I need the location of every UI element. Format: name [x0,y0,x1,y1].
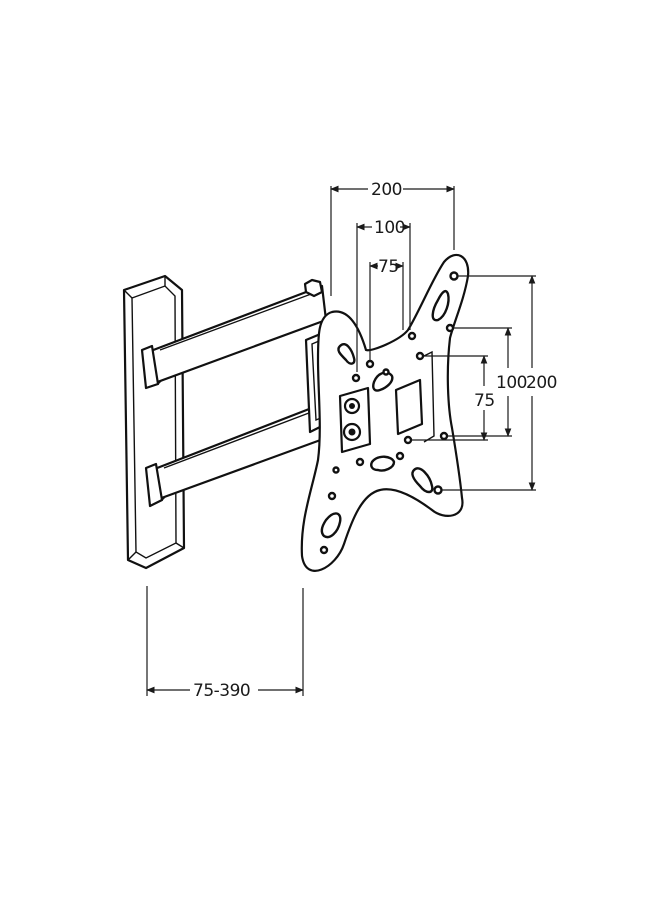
lower-arm [144,402,328,508]
top-dimensions: 200 100 75 [330,180,455,372]
bolt-block [338,386,372,454]
dim-right-middle: 100 [496,373,527,393]
vesa-hole [365,359,375,369]
slot-top-right [431,289,450,322]
vesa-hole [355,457,365,467]
vesa-hole [439,431,449,441]
vesa-hole [319,545,329,555]
upper-arm [140,278,328,390]
vesa-hole [327,491,337,501]
vesa-hole [433,485,443,495]
vesa-hole [382,368,390,376]
dim-right-inner: 75 [474,391,495,411]
slot-bottom-right [411,467,434,494]
dim-top-middle: 100 [374,218,405,238]
dim-top-outer: 200 [371,180,402,200]
slot-bottom-left [320,512,342,539]
dim-extension: 75-390 [193,681,250,701]
vesa-hole [445,323,455,333]
vesa-hole [407,331,417,341]
vesa-hole [415,351,425,361]
dim-top-inner: 75 [378,257,399,277]
wall-plate [122,274,186,570]
slot-top-left [337,343,356,365]
vesa-hole [332,466,340,474]
center-window [394,378,424,436]
vesa-hole [449,271,459,281]
dim-right-outer: 200 [526,373,557,393]
tv-plate [300,253,470,572]
vesa-hole [395,451,405,461]
slot-center-bottom [370,455,396,472]
right-dimensions: 200 100 75 [412,275,557,491]
vesa-hole [403,435,413,445]
vesa-hole [351,373,361,383]
extension-dimension: 75-390 [146,586,304,701]
